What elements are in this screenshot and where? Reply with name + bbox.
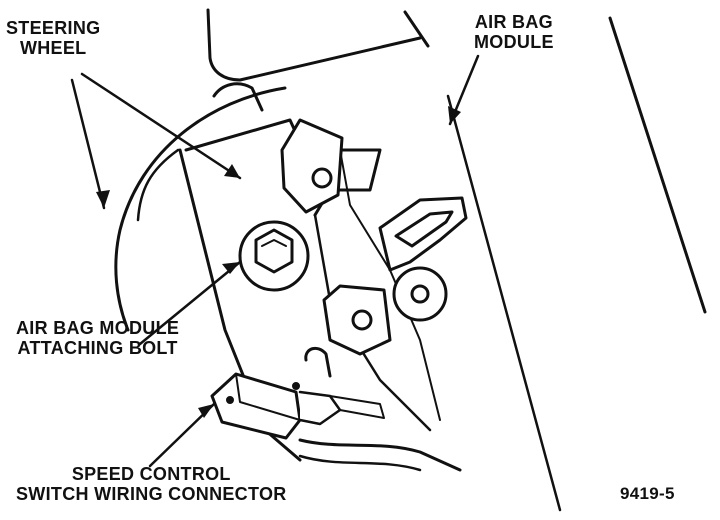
label-steering-wheel: STEERING WHEEL bbox=[6, 18, 101, 58]
speed-control-connector bbox=[210, 372, 385, 440]
label-attaching-bolt: AIR BAG MODULE ATTACHING BOLT bbox=[16, 318, 180, 358]
module-edge-line bbox=[446, 94, 562, 512]
upper-bracket bbox=[280, 118, 344, 214]
label-air-bag-module: AIR BAG MODULE bbox=[474, 12, 554, 52]
wiring bbox=[298, 438, 462, 472]
lower-bracket bbox=[322, 284, 392, 356]
small-post bbox=[304, 346, 332, 378]
attaching-bolt bbox=[238, 220, 310, 292]
column-edge-line bbox=[608, 16, 707, 314]
air-bag-module-housing bbox=[178, 148, 302, 462]
steering-wheel-rim bbox=[114, 86, 287, 332]
slot-bracket bbox=[378, 196, 468, 272]
right-boss bbox=[392, 266, 448, 322]
upper-hub bbox=[206, 8, 422, 82]
figure-number: 9419-5 bbox=[620, 484, 675, 503]
arrowheads bbox=[96, 106, 461, 418]
label-speed-control-connector: SPEED CONTROL SWITCH WIRING CONNECTOR bbox=[16, 464, 287, 504]
